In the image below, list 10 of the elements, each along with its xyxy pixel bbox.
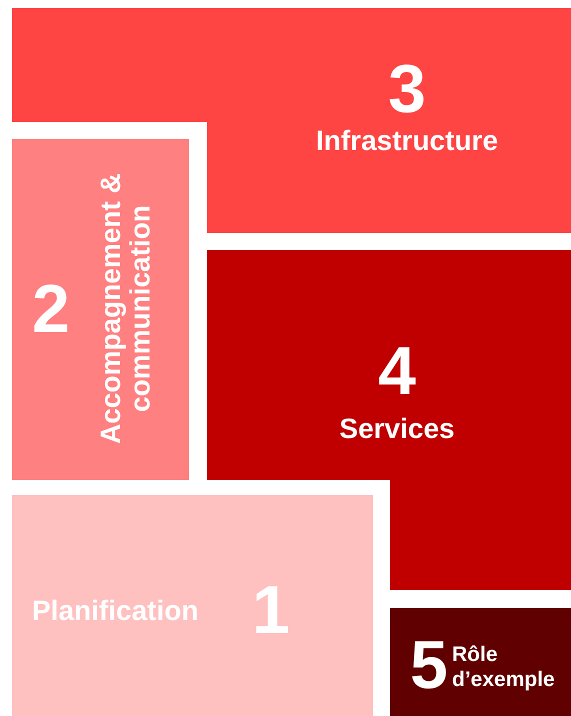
block-label: Infrastructure <box>314 126 500 156</box>
block-number: 2 <box>32 274 70 346</box>
block-label: Planification <box>32 596 198 626</box>
block-label: Rôle d’exemple <box>452 642 556 692</box>
block-label: Services <box>338 414 456 444</box>
block-number: 5 <box>410 630 448 702</box>
block-label: Accompagnement & communication <box>96 172 156 446</box>
block-number: 1 <box>252 575 290 646</box>
block-number: 3 <box>387 54 427 126</box>
block-number: 4 <box>377 336 417 408</box>
